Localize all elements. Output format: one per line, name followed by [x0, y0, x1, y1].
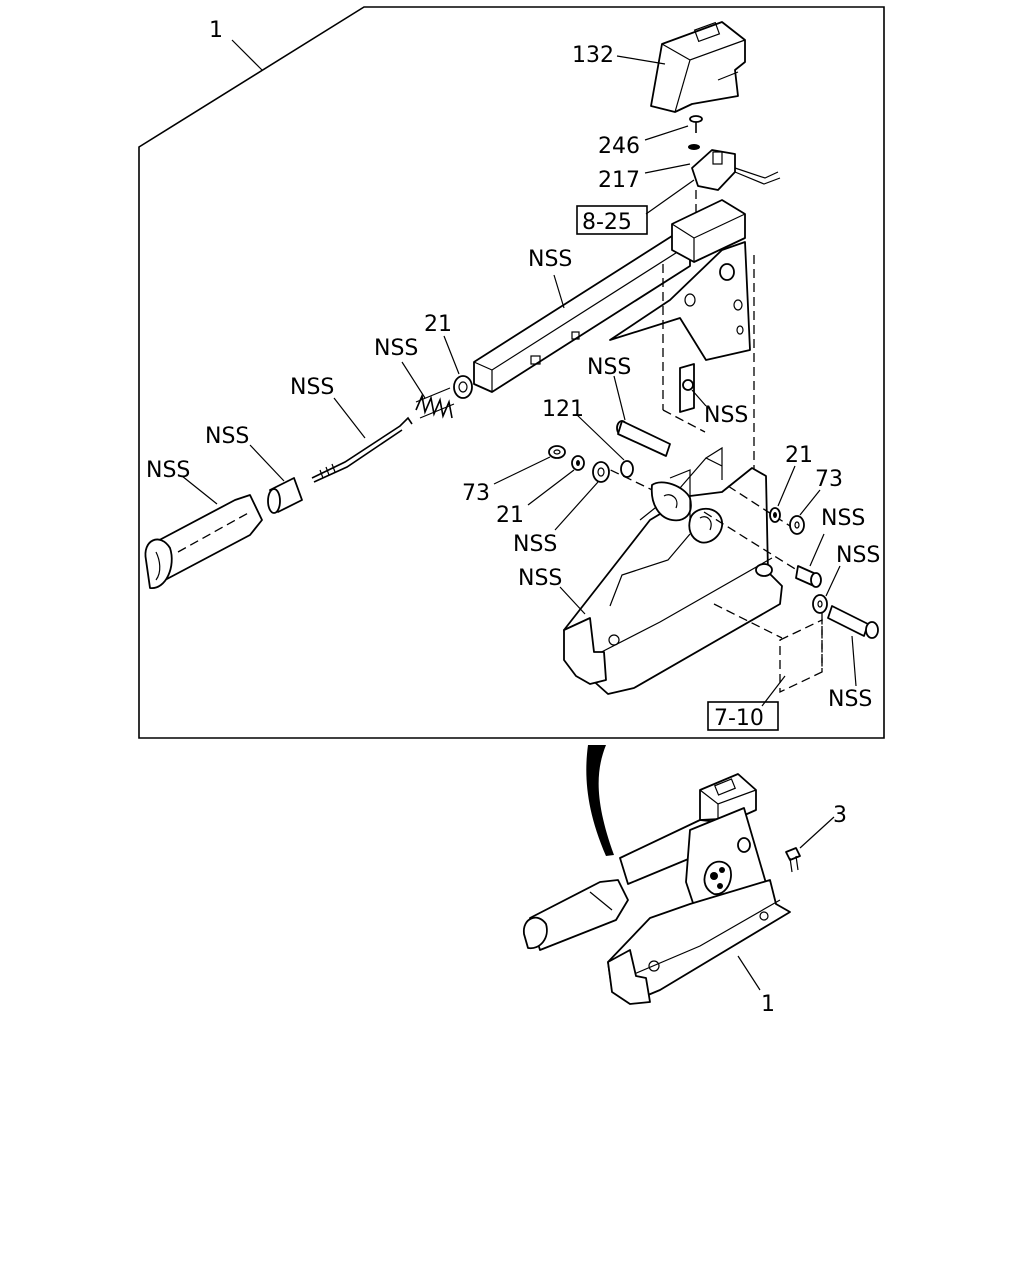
label-cover: 132 — [572, 43, 614, 68]
label-washer-73-left: 73 — [462, 481, 490, 506]
rod-part — [311, 416, 413, 483]
washer-21-a-part — [453, 375, 473, 399]
washer-21-left-part — [571, 455, 585, 471]
label-ref-top: 8-25 — [582, 210, 632, 235]
label-grip: NSS — [146, 458, 190, 483]
bolt-right-leader — [851, 635, 857, 687]
label-base: NSS — [518, 566, 562, 591]
washer-nss-left-leader — [554, 481, 599, 531]
spring-leader — [401, 361, 426, 399]
grip-leader — [181, 475, 218, 505]
washer-21-left-leader — [527, 469, 575, 506]
washer-73-right-part — [789, 515, 805, 535]
washer-73-left-leader — [493, 456, 551, 485]
label-bolt-3: 3 — [833, 803, 847, 828]
detail-arrow — [586, 745, 614, 856]
base-part — [563, 446, 783, 695]
ref-bottom-box-shape — [779, 618, 823, 694]
label-washer-21-a: 21 — [424, 312, 452, 337]
assembly-leader-bottom — [737, 955, 761, 991]
assembly-leader-top — [231, 39, 263, 71]
pin-part — [616, 420, 671, 457]
label-bolt-right: NSS — [828, 687, 872, 712]
label-pin-121: 121 — [542, 397, 584, 422]
ref-top-leader — [645, 179, 695, 215]
washer-nss-left-part — [592, 461, 610, 483]
bolt-right-part — [827, 605, 879, 639]
label-assembly-bottom: 1 — [761, 992, 775, 1017]
rod-leader — [333, 397, 366, 439]
ref-bottom-box — [707, 701, 779, 731]
right-axis-2 — [703, 511, 817, 583]
washer-21-a-leader — [443, 335, 460, 375]
label-bushing-right: NSS — [821, 506, 865, 531]
lever-arm-part — [473, 199, 755, 560]
ref-top-box — [576, 205, 648, 235]
sleeve-leader — [249, 444, 285, 482]
label-washer-nss-left: NSS — [513, 532, 557, 557]
label-switch: 217 — [598, 168, 640, 193]
lever-arm-leader — [553, 274, 565, 309]
label-lever-arm: NSS — [528, 247, 572, 272]
bushing-right-part — [795, 565, 822, 588]
screw-leader — [644, 125, 689, 141]
spring-part — [415, 387, 455, 419]
pin-121-leader — [575, 413, 625, 461]
label-rod: NSS — [290, 375, 334, 400]
label-washer-nss-right: NSS — [836, 543, 880, 568]
label-washer-73-right: 73 — [815, 467, 843, 492]
cover-part — [650, 21, 746, 113]
switch-leader — [644, 163, 691, 174]
exploded-view-frame — [138, 6, 885, 739]
washer-21-right-part — [769, 507, 781, 523]
label-pawl: NSS — [704, 403, 748, 428]
clip-part — [620, 460, 634, 478]
base-leader — [559, 586, 586, 615]
label-screw: 246 — [598, 134, 640, 159]
bolt-3-leader — [799, 816, 835, 849]
washer-nss-right-part — [812, 594, 828, 614]
cover-leader — [616, 55, 666, 65]
washer-73-left-part — [548, 445, 566, 459]
sleeve-part — [267, 477, 303, 514]
label-ref-bottom: 7-10 — [714, 706, 764, 731]
right-axis-3 — [713, 603, 783, 639]
label-washer-21-left: 21 — [496, 503, 524, 528]
washer-nss-right-leader — [825, 565, 841, 597]
label-pin-nss: NSS — [587, 355, 631, 380]
assembled-view — [523, 773, 801, 1005]
washer-21-right-leader — [777, 465, 796, 507]
label-sleeve: NSS — [205, 424, 249, 449]
label-assembly-top: 1 — [209, 18, 223, 43]
switch-part — [688, 144, 781, 191]
pin-nss-leader — [613, 375, 626, 421]
pawl-part — [679, 363, 695, 413]
label-spring: NSS — [374, 336, 418, 361]
grip-part — [144, 494, 263, 589]
screw-part — [689, 115, 703, 133]
bushing-right-leader — [809, 533, 825, 567]
pawl-leader — [691, 389, 707, 407]
label-washer-21-right: 21 — [785, 443, 813, 468]
washer-73-right-leader — [799, 489, 821, 516]
ref-bottom-leader — [761, 675, 786, 707]
